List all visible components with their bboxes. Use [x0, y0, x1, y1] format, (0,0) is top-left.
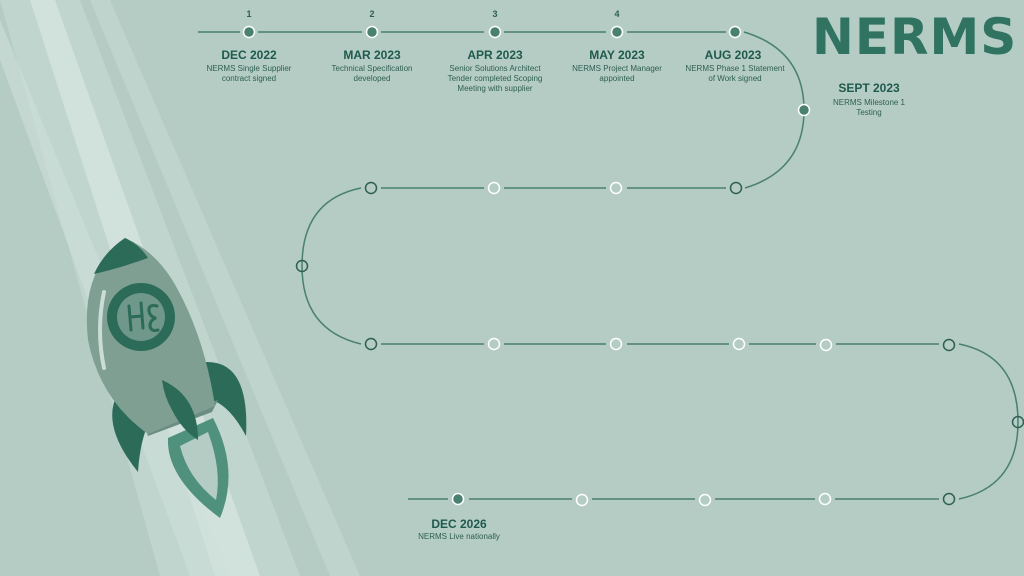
open-markers: [295, 181, 1024, 507]
hse-logo-icon: [127, 301, 160, 332]
milestone-desc-may-2023: NERMS Project Manager appointed: [572, 64, 662, 83]
milestone-desc-sept-2023: NERMS Milestone 1 Testing: [832, 98, 906, 117]
rocket-icon: [86, 238, 247, 518]
milestone-date-may-2023: MAY 2023: [589, 48, 645, 62]
step-number-1: 1: [246, 9, 252, 19]
milestone-date-sept-2023: SEPT 2023: [838, 81, 900, 95]
milestone-desc-aug-2023: NERMS Phase 1 Statement of Work signed: [685, 64, 785, 83]
light-streaks: [0, 0, 360, 576]
step-number-4: 4: [614, 9, 620, 19]
milestone-date-dec-2026: DEC 2026: [431, 517, 487, 531]
milestone-date-aug-2023: AUG 2023: [704, 48, 762, 62]
milestone-date-apr-2023: APR 2023: [467, 48, 523, 62]
filled-markers: [242, 25, 811, 506]
page-title: NERMS: [812, 8, 1018, 66]
milestone-date-mar-2023: MAR 2023: [343, 48, 401, 62]
milestone-desc-dec-2022: NERMS Single Supplier contract signed: [206, 64, 292, 83]
milestone-desc-apr-2023: Senior Solutions Architect Tender comple…: [447, 64, 543, 93]
milestone-date-dec-2022: DEC 2022: [221, 48, 277, 62]
step-number-3: 3: [492, 9, 498, 19]
timeline-path: [198, 31, 1019, 500]
milestone-desc-dec-2026: NERMS Live nationally: [418, 532, 500, 541]
milestone-desc-mar-2023: Technical Specification developed: [331, 64, 413, 83]
step-number-2: 2: [369, 9, 375, 19]
